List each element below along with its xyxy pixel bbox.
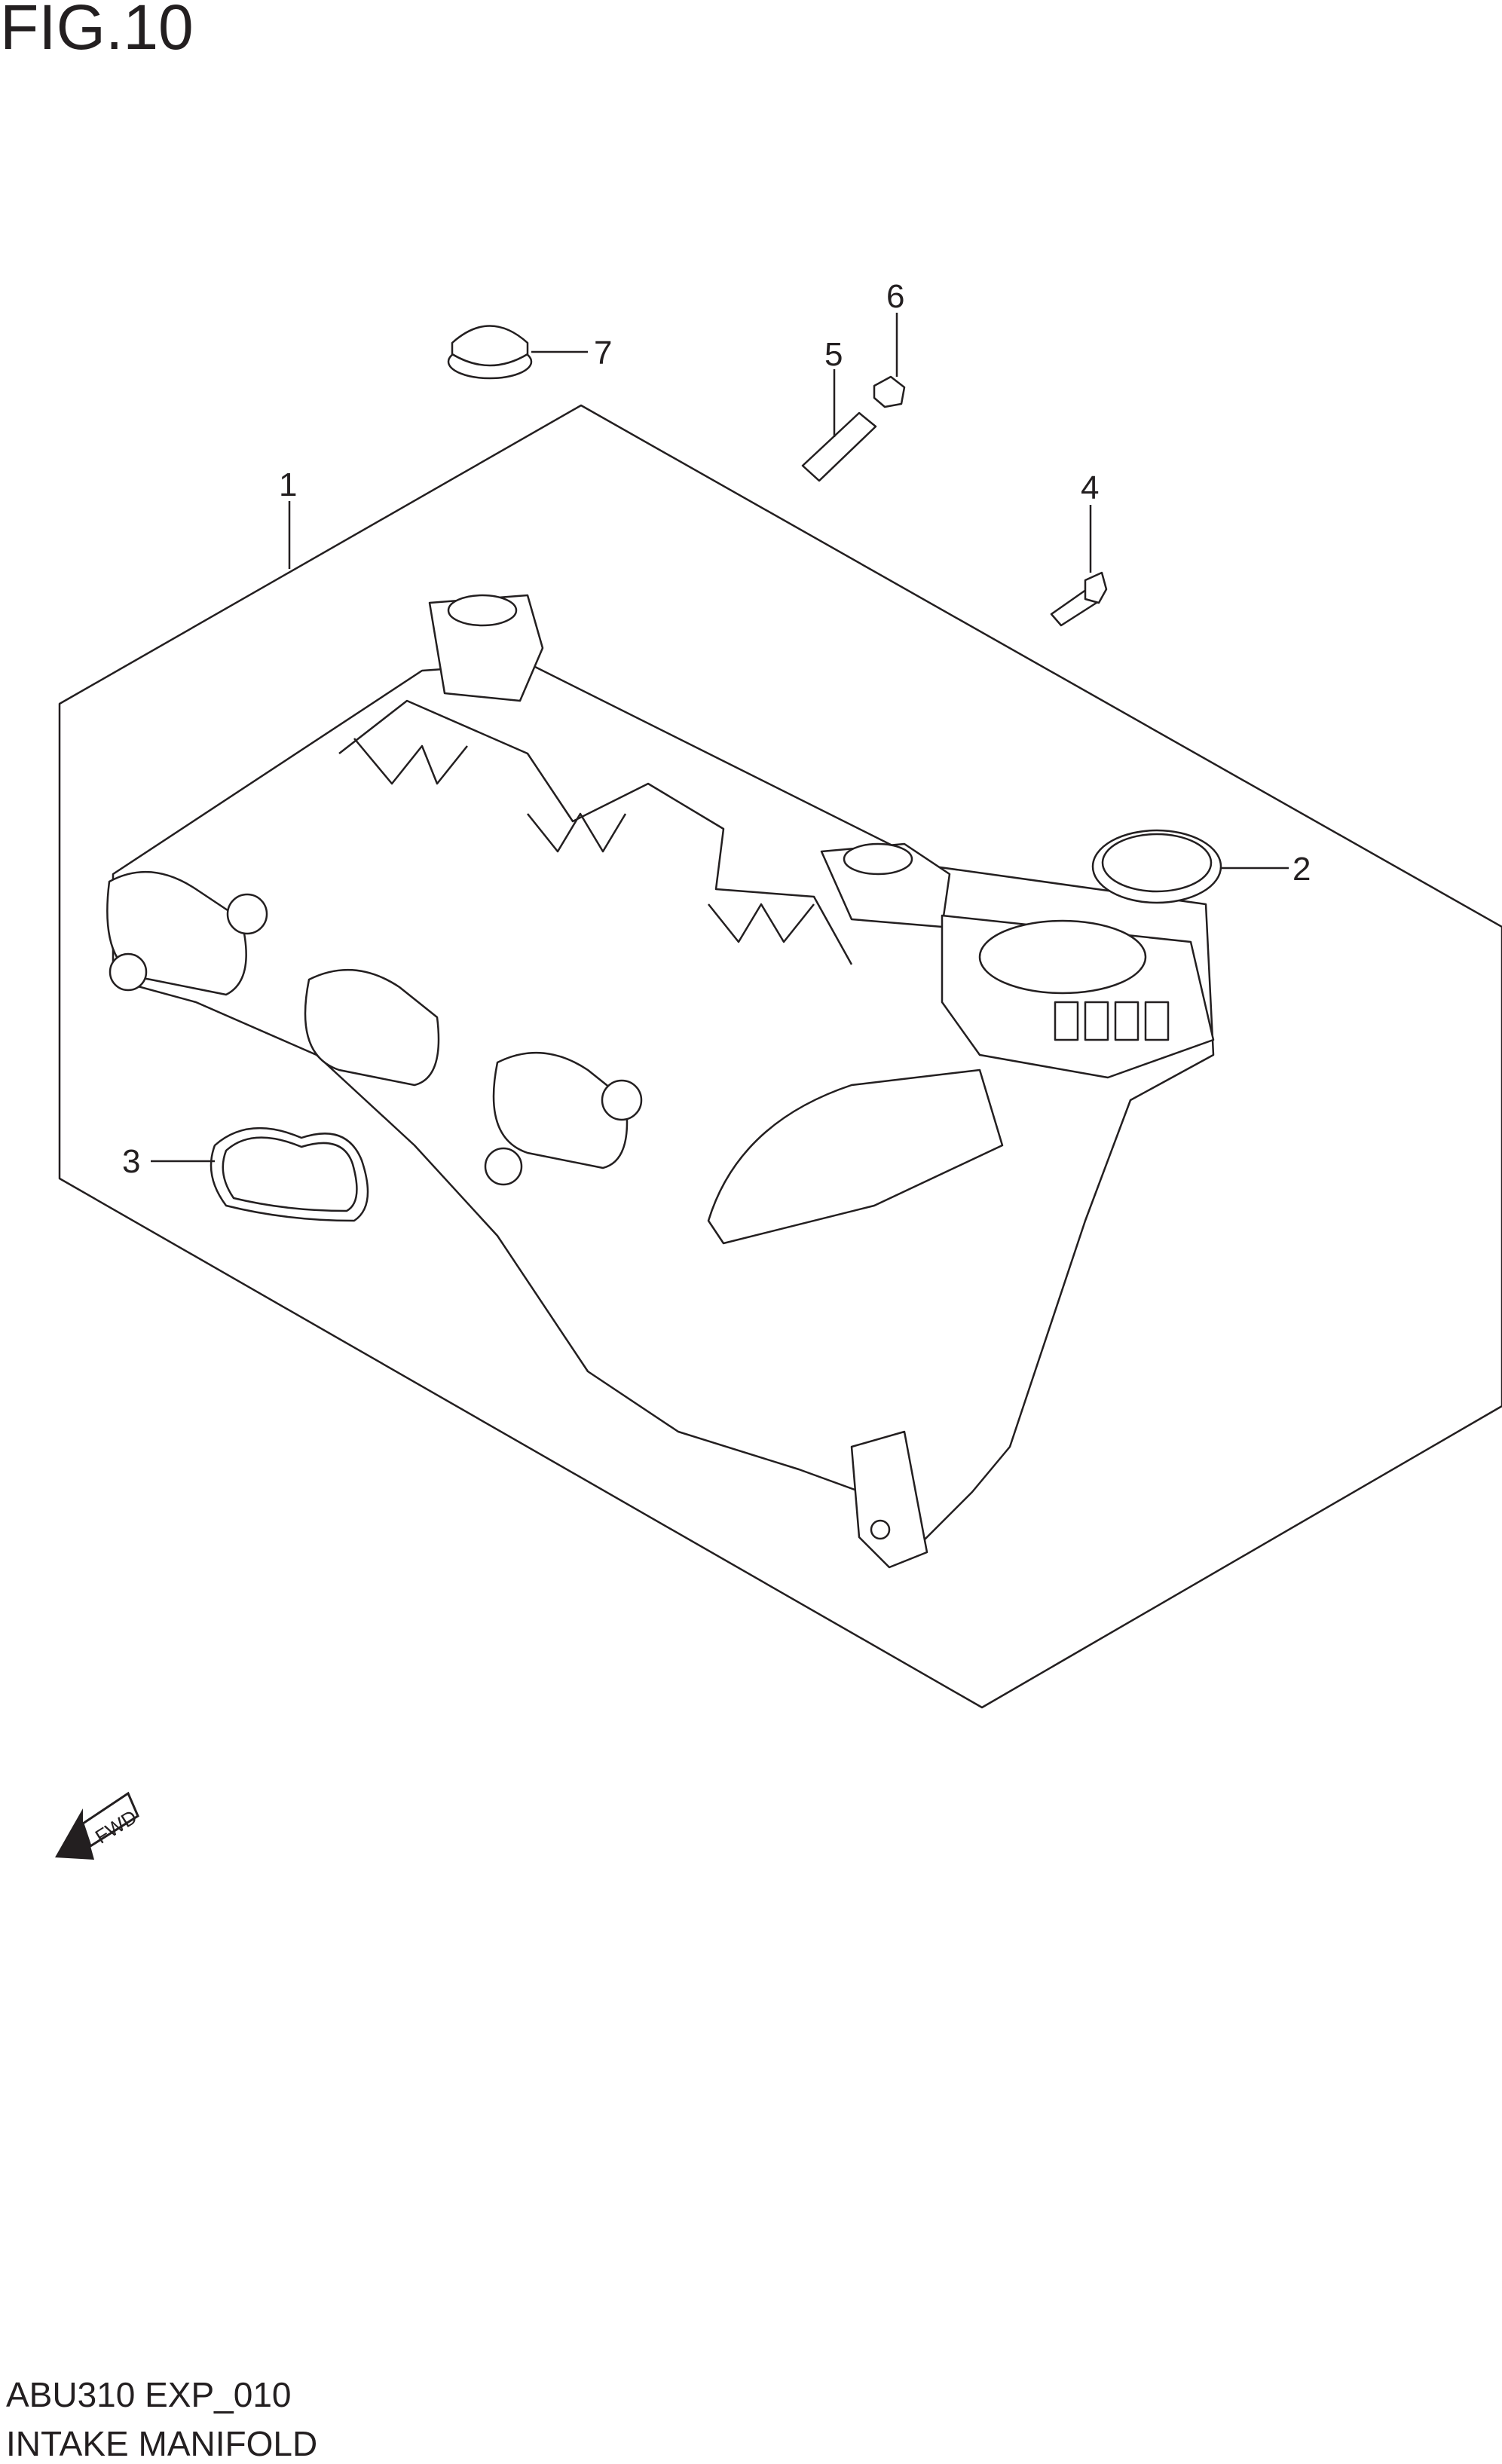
stud-part-5 (801, 369, 877, 482)
callout-6: 6 (886, 278, 904, 315)
nut-part-6 (873, 313, 906, 408)
bolt-part-4 (1050, 505, 1108, 627)
intake-manifold-part-1 (106, 594, 1215, 1569)
callout-5: 5 (824, 336, 843, 373)
plug-part-7 (447, 325, 588, 380)
callout-2: 2 (1292, 851, 1311, 888)
gasket-part-3 (151, 1127, 369, 1222)
figure-label: FIG.10 (0, 0, 194, 63)
callout-1: 1 (279, 466, 297, 503)
seal-ring-part-2 (1091, 829, 1289, 904)
callout-3: 3 (122, 1143, 140, 1180)
diagram-title: INTAKE MANIFOLD (6, 2424, 318, 2463)
diagram-code: ABU310 EXP_010 (6, 2375, 292, 2414)
forward-direction-arrow-icon: FWD (55, 1791, 141, 1860)
callout-7: 7 (594, 335, 612, 371)
assembly-outline-box (58, 404, 1502, 1709)
callout-4: 4 (1081, 469, 1099, 506)
